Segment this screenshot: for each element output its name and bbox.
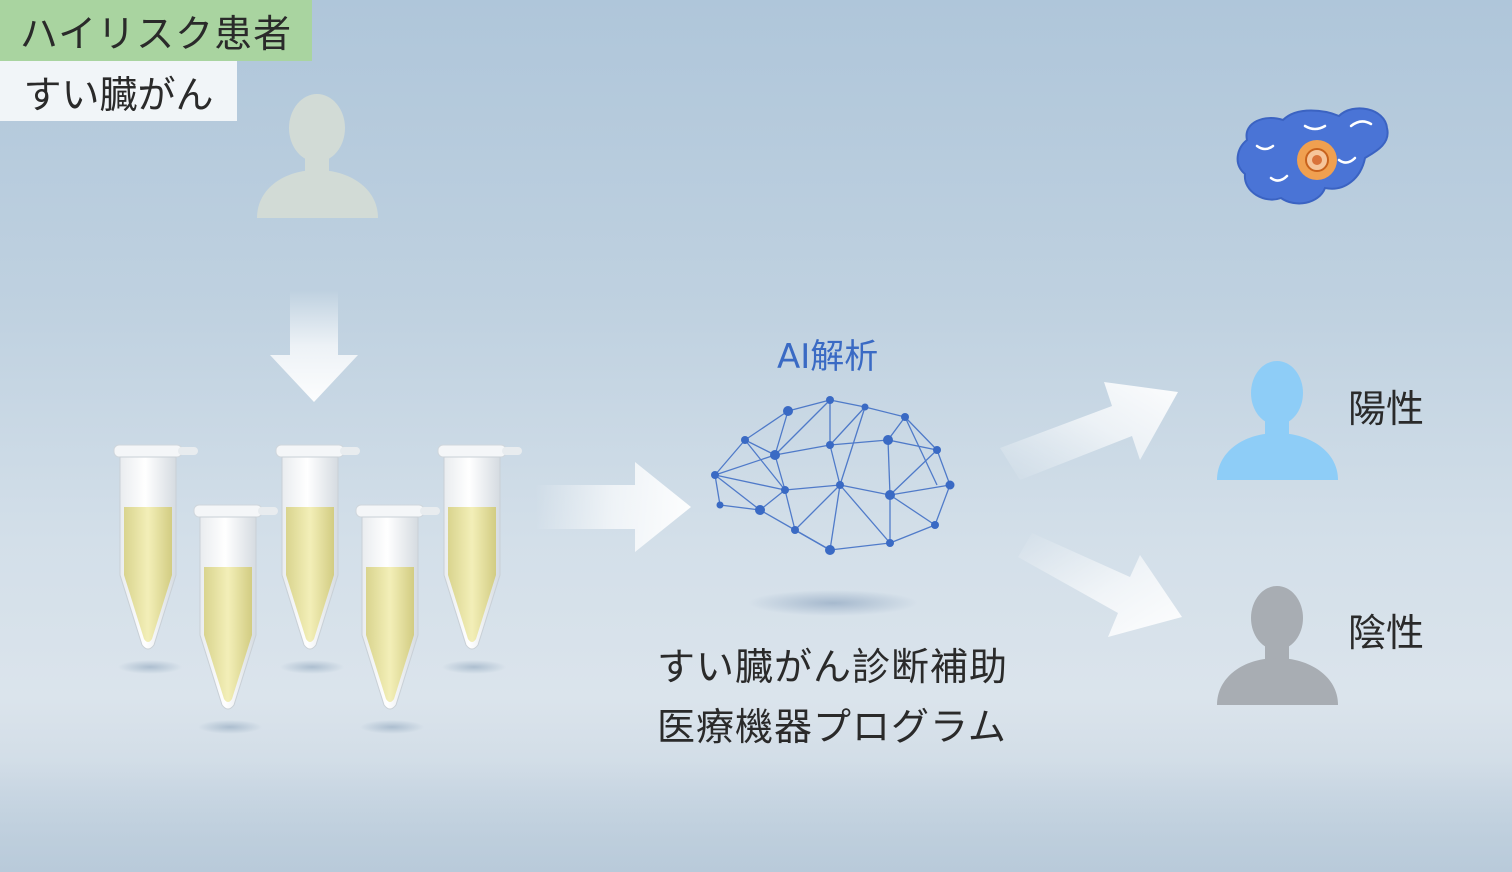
sample-tube (114, 445, 198, 674)
floor-band (0, 760, 1512, 872)
positive-person-icon (1215, 355, 1340, 480)
right-arrow-icon (535, 460, 695, 555)
sample-tube (276, 445, 360, 674)
program-title-line2: 医療機器プログラム (657, 708, 1007, 746)
down-arrow-icon (268, 290, 360, 405)
positive-label: 陽性 (1348, 390, 1424, 428)
negative-person-icon (1215, 580, 1340, 705)
patient-person-icon (255, 88, 380, 218)
neural-network-brain-icon (705, 385, 970, 620)
down-right-arrow-icon (1010, 525, 1190, 645)
ai-analysis-label: AI解析 (777, 340, 878, 374)
sample-tubes-group (100, 430, 540, 740)
negative-label: 陰性 (1348, 614, 1424, 652)
sample-tube (356, 505, 440, 734)
pancreatic-cancer-label: すい臓がん (0, 61, 237, 121)
sample-tube (438, 445, 522, 674)
pancreas-icon (1235, 100, 1395, 212)
sample-tube (194, 505, 278, 734)
patient-label: ハイリスク患者 (0, 0, 312, 61)
program-title-line1: すい臓がん診断補助 (657, 648, 1008, 686)
up-right-arrow-icon (990, 370, 1190, 495)
